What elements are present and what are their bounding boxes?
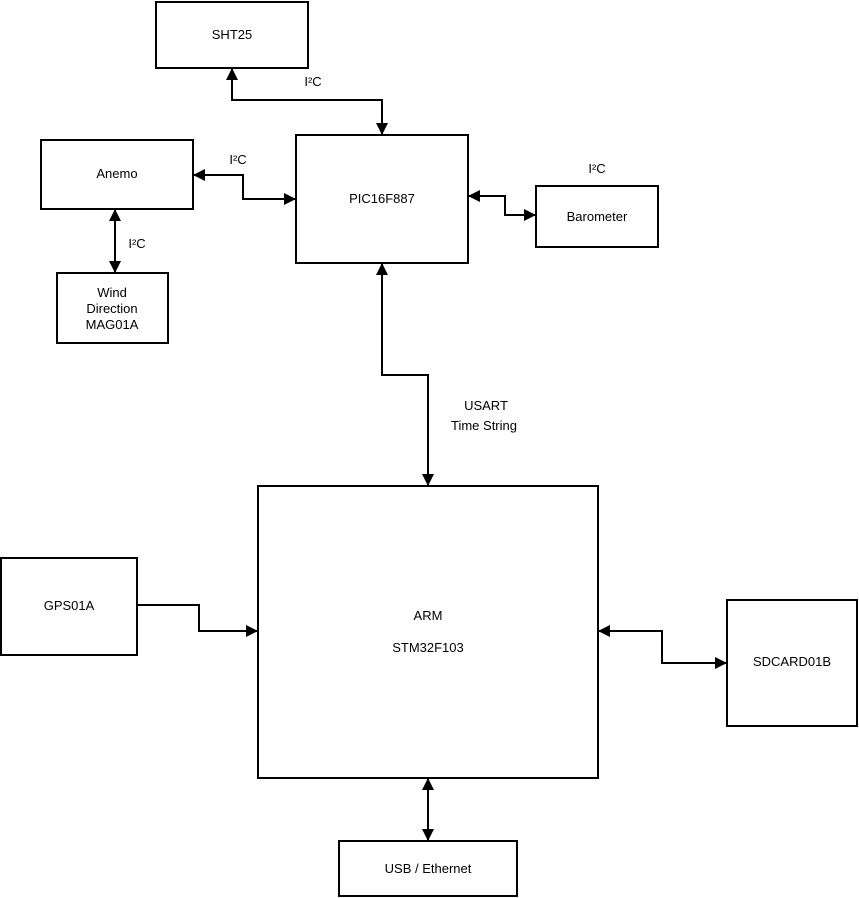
edge-label-pic-barometer-i2c: I²C — [588, 161, 605, 176]
node-wind-direction-label-line2: Direction — [86, 301, 137, 316]
edge-label-time-string: Time String — [451, 418, 517, 433]
node-usb-ethernet: USB / Ethernet — [338, 840, 518, 897]
edge-gps-arm — [137, 604, 258, 637]
node-usb-ethernet-box — [338, 840, 518, 897]
edge-label-anemo-wind-i2c: I²C — [128, 236, 145, 251]
edge-pic-arm — [376, 263, 434, 486]
node-arm-box — [257, 485, 599, 779]
node-pic16f887: PIC16F887 — [295, 134, 469, 264]
node-arm: ARM STM32F103 — [257, 485, 599, 779]
edge-arm-sdcard — [598, 625, 727, 669]
node-wind-direction-box — [56, 272, 169, 344]
node-wind-direction: Wind Direction MAG01A — [56, 272, 169, 344]
edge-label-anemo-pic-i2c: I²C — [229, 152, 246, 167]
edge-labels: I²C I²C I²C I²C USART Time String — [128, 74, 605, 433]
edge-label-usart: USART — [464, 398, 508, 413]
node-wind-direction-label-line3: MAG01A — [86, 317, 139, 332]
node-gps01a-label: GPS01A — [44, 598, 95, 613]
edge-label-sht25-pic-i2c: I²C — [304, 74, 321, 89]
node-barometer: Barometer — [535, 185, 659, 248]
node-sht25-box — [155, 1, 309, 69]
node-anemo-label: Anemo — [96, 166, 137, 181]
node-anemo: Anemo — [40, 139, 194, 210]
edge-sht25-pic — [226, 68, 388, 135]
node-arm-label-line1: ARM — [414, 608, 443, 623]
node-gps01a-box — [0, 557, 138, 656]
node-wind-direction-label-line1: Wind — [97, 285, 127, 300]
node-gps01a: GPS01A — [0, 557, 138, 656]
node-barometer-label: Barometer — [567, 209, 628, 224]
node-sdcard01b: SDCARD01B — [726, 599, 858, 727]
node-pic16f887-box — [295, 134, 469, 264]
edge-pic-barometer — [468, 190, 536, 221]
node-sht25-label: SHT25 — [212, 27, 252, 42]
node-barometer-box — [535, 185, 659, 248]
edges — [109, 68, 727, 841]
node-sdcard01b-box — [726, 599, 858, 727]
node-sdcard01b-label: SDCARD01B — [753, 654, 831, 669]
node-arm-label-line2: STM32F103 — [392, 640, 464, 655]
node-sht25: SHT25 — [155, 1, 309, 69]
node-anemo-box — [40, 139, 194, 210]
node-usb-ethernet-label: USB / Ethernet — [385, 861, 472, 876]
edge-anemo-pic — [193, 169, 296, 205]
node-pic16f887-label: PIC16F887 — [349, 191, 415, 206]
